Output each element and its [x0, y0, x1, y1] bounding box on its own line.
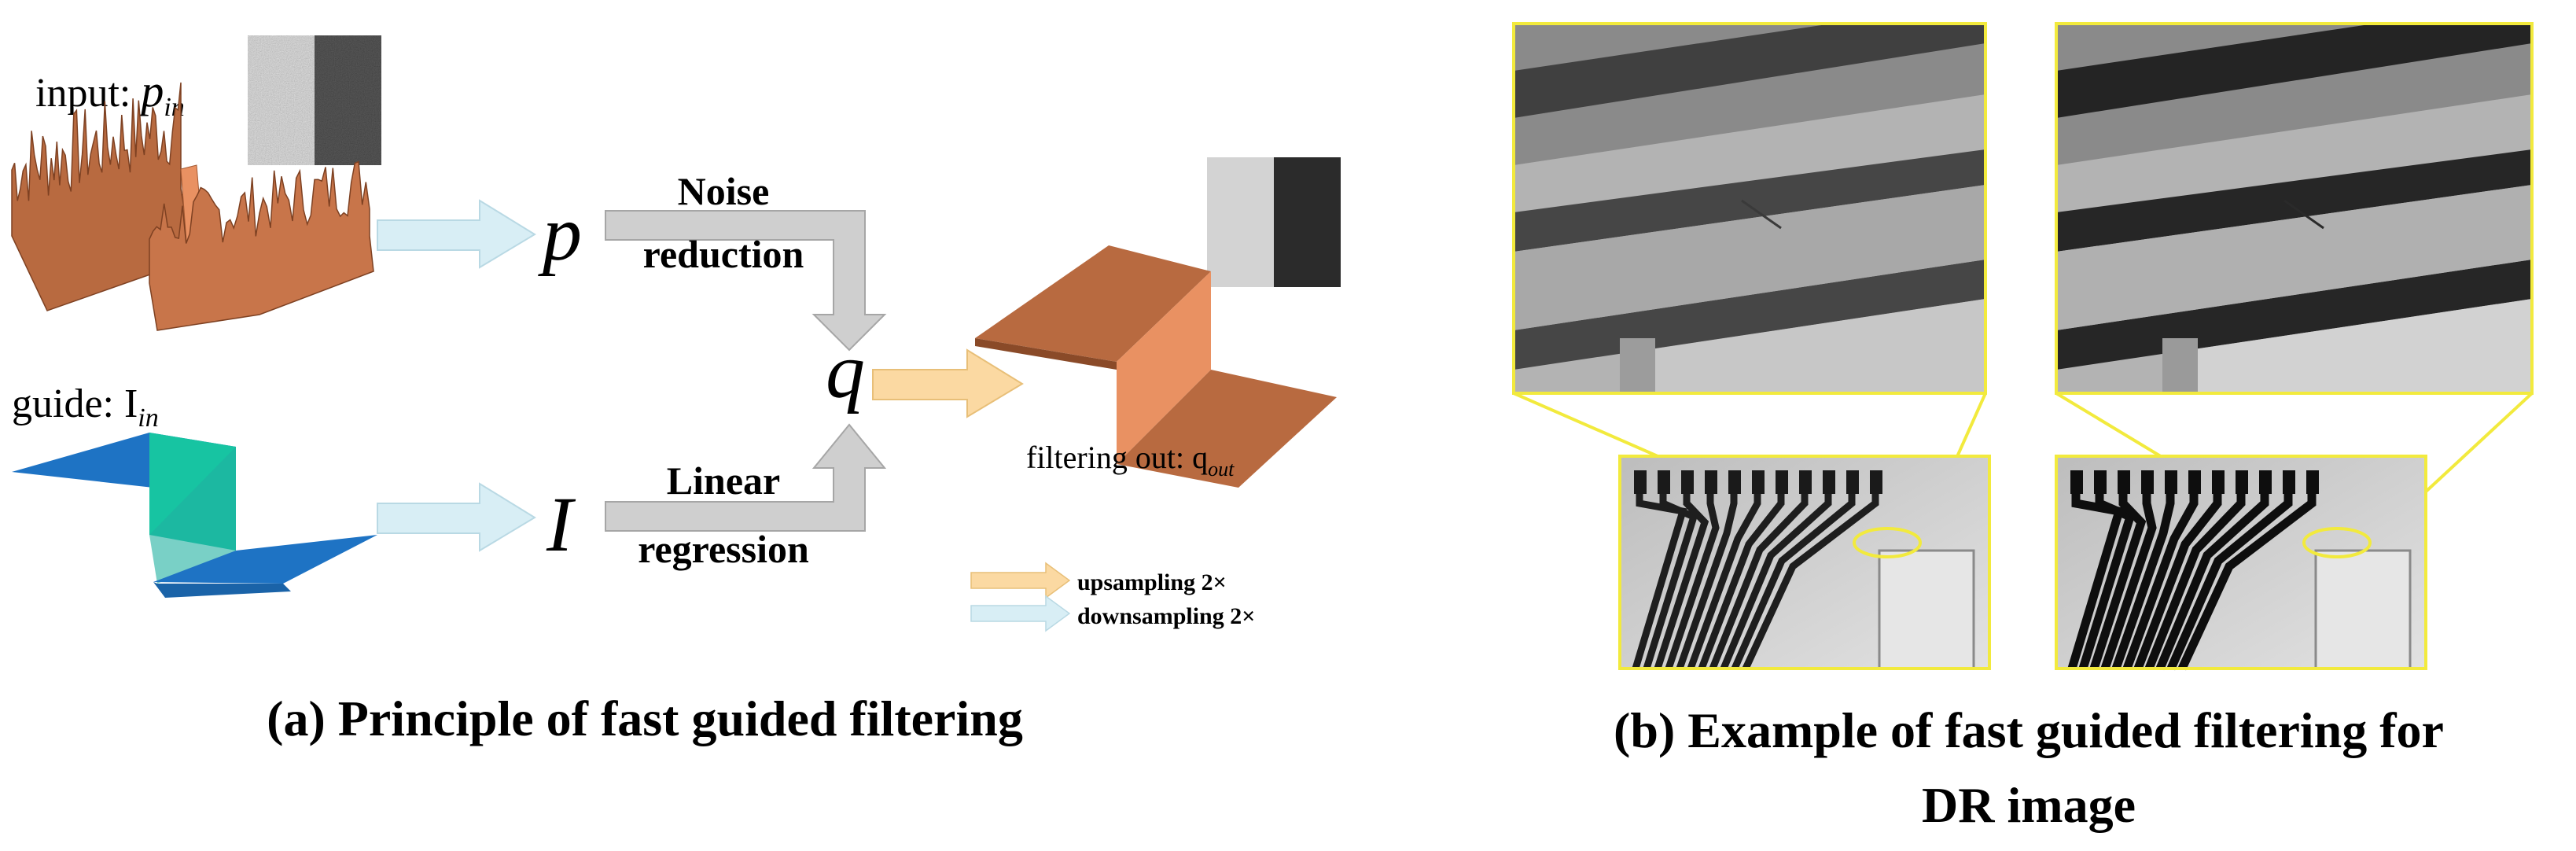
full-image-left	[1618, 455, 1991, 670]
zoomed-image-right	[2055, 22, 2534, 395]
downsampling-arrow-top	[377, 199, 536, 269]
p-symbol: p	[538, 190, 582, 277]
linear-regression-line1: Linear	[667, 459, 780, 503]
zoom-region-ellipse-left	[1853, 527, 1922, 558]
noisy-surface	[11, 82, 374, 331]
zoom-region-ellipse-right	[2302, 527, 2372, 558]
output-surface	[975, 245, 1337, 488]
i-symbol: I	[546, 481, 576, 568]
guide-label: guide: Iin	[12, 381, 159, 433]
noise-reduction-line2: reduction	[643, 232, 804, 276]
caption-b-line1: (b) Example of fast guided filtering for	[1614, 702, 2444, 758]
linear-regression-arrow	[605, 423, 887, 532]
q-symbol: q	[826, 327, 865, 414]
upsampling-arrow	[872, 348, 1024, 418]
caption-a: (a) Principle of fast guided filtering	[267, 691, 1023, 746]
noise-reduction-arrow	[605, 210, 887, 352]
input-noise-image	[248, 35, 381, 165]
legend-upsampling-label: upsampling 2×	[1077, 569, 1227, 595]
input-label: input: pin	[35, 65, 185, 122]
panel-a: input: pin guide: Iin p I Noi	[11, 35, 1341, 746]
legend-downsampling-label: downsampling 2×	[1077, 603, 1255, 629]
guide-surface	[12, 433, 377, 598]
downsampling-arrow-bottom	[377, 482, 536, 552]
full-image-right	[2055, 455, 2427, 671]
legend-downsampling-arrow	[970, 595, 1071, 632]
caption-b-line2: DR image	[1922, 777, 2136, 833]
linear-regression-line2: regression	[638, 527, 809, 571]
zoomed-image-left	[1512, 22, 1987, 395]
panel-b: (b) Example of fast guided filtering for…	[1512, 22, 2534, 833]
noise-reduction-line1: Noise	[678, 169, 770, 213]
output-label: filtering out: qout	[1026, 440, 1235, 481]
legend-upsampling-arrow	[970, 562, 1071, 599]
output-clean-image	[1207, 157, 1341, 287]
legend: upsampling 2× downsampling 2×	[970, 562, 1255, 632]
